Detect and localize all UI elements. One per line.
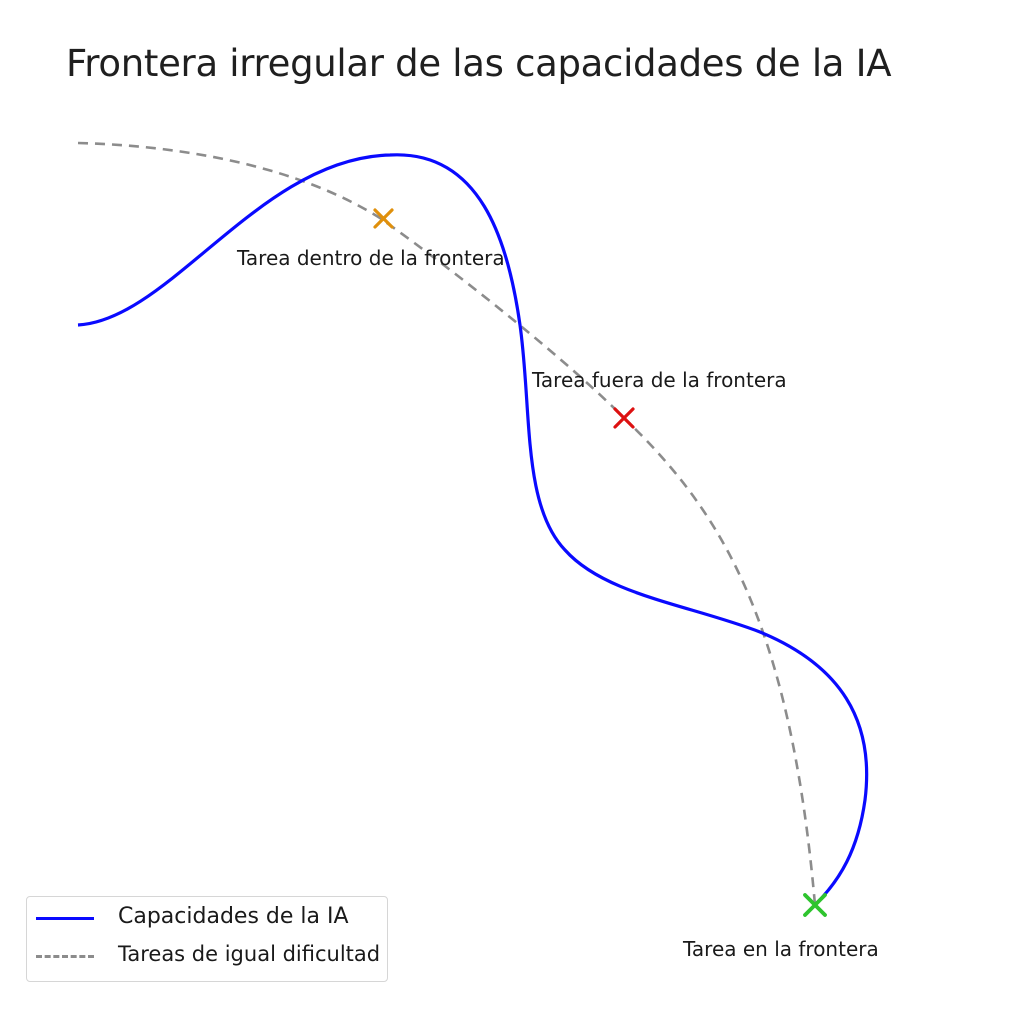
task-frontier-label: Tarea en la frontera [682, 937, 879, 961]
legend-label-capabilities: Capacidades de la IA [118, 904, 349, 929]
equal-difficulty-curve [77, 141, 817, 906]
legend-solid-line-swatch [36, 917, 94, 920]
legend-dashed-line-swatch [36, 955, 94, 958]
task-outside-label: Tarea fuera de la frontera [531, 368, 787, 392]
legend-label-equal-difficulty: Tareas de igual dificultad [118, 942, 381, 966]
page-title: Frontera irregular de las capacidades de… [66, 42, 892, 85]
task-inside-marker [373, 208, 394, 229]
capabilities-curve [77, 153, 869, 907]
task-inside-label: Tarea dentro de la frontera [236, 246, 505, 270]
legend: Capacidades de la IA Tareas de igual dif… [26, 896, 388, 982]
task-frontier-marker [803, 893, 827, 917]
task-outside-marker [613, 407, 635, 429]
